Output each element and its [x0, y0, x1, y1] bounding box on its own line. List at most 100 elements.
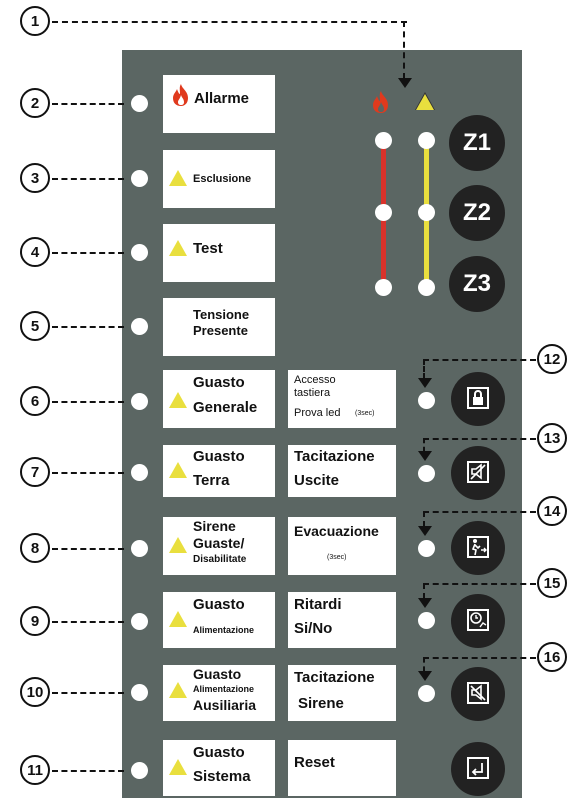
- zone-3-button[interactable]: Z3: [449, 256, 505, 312]
- callout-13-leader: [423, 438, 536, 440]
- warning-triangle-icon: [169, 392, 187, 408]
- mute-sirens-button[interactable]: [451, 667, 505, 721]
- led-guasto-terra: [131, 464, 148, 481]
- label-accesso-tastiera: Accesso tastiera Prova led (3sec): [288, 370, 396, 428]
- arrowhead-icon: [398, 78, 412, 88]
- zone-1-button[interactable]: Z1: [449, 115, 505, 171]
- delay-icon: [467, 609, 489, 631]
- label-tacit-sirene-l2: Sirene: [298, 695, 344, 712]
- label-tensione-presente: Tensione Presente: [163, 298, 275, 356]
- label-guasto-terra-l1: Guasto: [193, 448, 245, 465]
- label-accesso-l2: tastiera: [294, 387, 331, 399]
- delay-toggle-button[interactable]: [451, 594, 505, 648]
- led-guasto-ausiliaria: [131, 684, 148, 701]
- callout-16-leader-vertical: [423, 657, 425, 672]
- label-evacuazione: Evacuazione (3sec): [288, 517, 396, 575]
- callout-16: 16: [537, 642, 567, 672]
- label-esclusione-text: Esclusione: [193, 173, 252, 185]
- led-z3-alarm: [375, 279, 392, 296]
- evacuation-icon: [467, 536, 489, 558]
- mute-outputs-button[interactable]: [451, 446, 505, 500]
- callout-15-leader-vertical: [423, 583, 425, 599]
- arrowhead-icon: [418, 598, 432, 608]
- led-ritardi: [418, 612, 435, 629]
- label-guasto-terra: Guasto Terra: [163, 445, 275, 497]
- led-z1-alarm: [375, 132, 392, 149]
- label-alim-l2: Alimentazione: [193, 625, 255, 635]
- led-guasto-alimentazione: [131, 613, 148, 630]
- callout-3-leader: [52, 178, 124, 180]
- flame-icon: [173, 84, 188, 106]
- flame-icon: [373, 91, 388, 113]
- label-reset: Reset: [288, 740, 396, 796]
- callout-7-leader: [52, 472, 124, 474]
- arrowhead-icon: [418, 451, 432, 461]
- callout-12-leader-vertical: [423, 359, 425, 379]
- callout-2: 2: [20, 88, 50, 118]
- led-z3-fault: [418, 279, 435, 296]
- label-accesso-note: (3sec): [355, 410, 375, 417]
- callout-11-leader: [52, 770, 124, 772]
- warning-triangle-icon: [169, 759, 187, 775]
- label-sirene-l2: Guaste/: [193, 535, 245, 551]
- callout-6-leader: [52, 401, 124, 403]
- warning-triangle-icon: [169, 537, 187, 553]
- callout-12-leader: [423, 359, 536, 361]
- arrowhead-icon: [418, 671, 432, 681]
- callout-4: 4: [20, 237, 50, 267]
- callout-13-leader-vertical: [423, 438, 425, 452]
- callout-1-leader-vertical: [403, 21, 405, 79]
- warning-triangle-icon: [169, 611, 187, 627]
- led-guasto-sistema: [131, 762, 148, 779]
- label-tensione-l2: Presente: [193, 323, 248, 338]
- label-tensione-l1: Tensione: [193, 307, 250, 322]
- label-aux-l1: Guasto: [193, 666, 242, 682]
- zone-2-button[interactable]: Z2: [449, 185, 505, 241]
- led-sirene-guaste: [131, 540, 148, 557]
- lock-icon: [467, 387, 489, 409]
- callout-4-leader: [52, 252, 124, 254]
- callout-10-leader: [52, 692, 124, 694]
- label-tacitazione-uscite: Tacitazione Uscite: [288, 445, 396, 497]
- label-sirene-l3: Disabilitate: [193, 554, 247, 565]
- callout-2-leader: [52, 103, 124, 105]
- callout-8-leader: [52, 548, 124, 550]
- mute-sirens-icon: [467, 682, 489, 704]
- reset-icon: [467, 757, 489, 779]
- callout-9: 9: [20, 606, 50, 636]
- callout-7: 7: [20, 457, 50, 487]
- led-esclusione: [131, 170, 148, 187]
- label-test-text: Test: [193, 240, 223, 257]
- arrowhead-icon: [418, 526, 432, 536]
- label-sistema-l1: Guasto: [193, 744, 245, 761]
- label-sistema-l2: Sistema: [193, 768, 251, 785]
- led-tacitazione-sirene: [418, 685, 435, 702]
- callout-5-leader: [52, 326, 124, 328]
- led-tacitazione-uscite: [418, 465, 435, 482]
- warning-triangle-icon: [169, 462, 187, 478]
- label-accesso-l1: Accesso: [294, 374, 336, 386]
- callout-3: 3: [20, 163, 50, 193]
- label-evacuazione-note: (3sec): [327, 554, 347, 561]
- led-guasto-generale: [131, 393, 148, 410]
- callout-1: 1: [20, 6, 50, 36]
- callout-13: 13: [537, 423, 567, 453]
- label-allarme: Allarme: [163, 75, 275, 133]
- access-button[interactable]: [451, 372, 505, 426]
- callout-12: 12: [537, 344, 567, 374]
- label-aux-l2: Alimentazione: [193, 684, 255, 694]
- callout-14: 14: [537, 496, 567, 526]
- label-tacit-uscite-l2: Uscite: [294, 472, 340, 489]
- label-guasto-sistema: Guasto Sistema: [163, 740, 275, 796]
- led-allarme: [131, 95, 148, 112]
- label-esclusione: Esclusione: [163, 150, 275, 208]
- evacuation-button[interactable]: [451, 521, 505, 575]
- led-evacuazione: [418, 540, 435, 557]
- label-sirene-l1: Sirene: [193, 518, 236, 534]
- label-alim-l1: Guasto: [193, 596, 245, 613]
- label-guasto-generale-l2: Generale: [193, 399, 258, 416]
- label-tacit-uscite-l1: Tacitazione: [294, 448, 375, 465]
- led-test: [131, 244, 148, 261]
- led-z1-fault: [418, 132, 435, 149]
- reset-button[interactable]: [451, 742, 505, 796]
